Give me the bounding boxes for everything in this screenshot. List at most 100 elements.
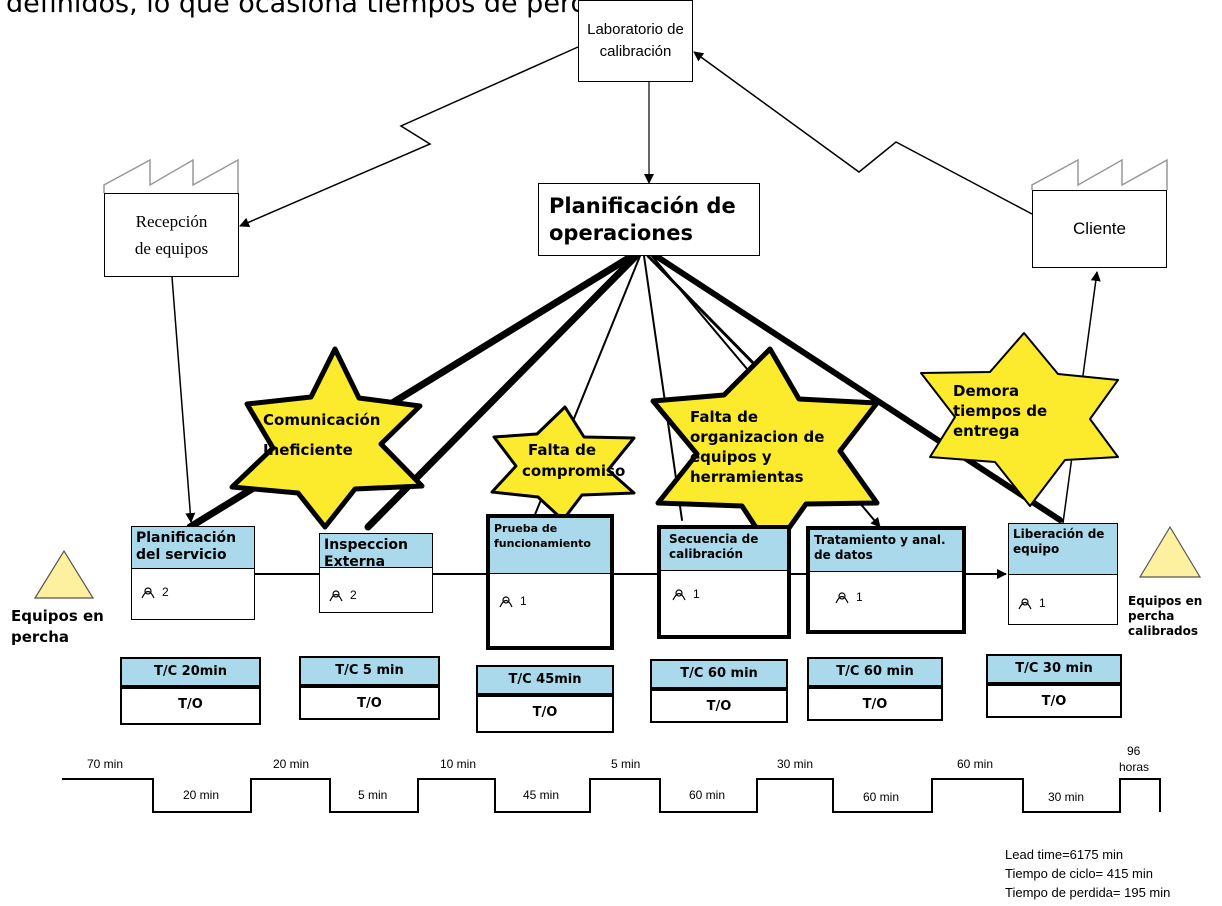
star-organizacion-line-3: equipos y bbox=[690, 448, 772, 466]
star-demora-line-1: Demora bbox=[953, 382, 1020, 400]
process-secuencia-calibracion: Secuencia de calibración 1 bbox=[657, 525, 791, 639]
star-demora bbox=[920, 332, 1119, 507]
timeline-lower-6: 30 min bbox=[1048, 790, 1085, 804]
header-text: definidos, lo que ocasiona tiempos de pé… bbox=[6, 0, 638, 19]
operator-icon bbox=[672, 589, 686, 601]
laboratorio-node: Laboratorio de calibración bbox=[578, 0, 693, 82]
operator-count: 1 bbox=[520, 594, 527, 608]
timeline-upper-2: 20 min bbox=[273, 757, 310, 771]
timeline-upper-6: 60 min bbox=[957, 757, 994, 771]
timeline-upper-1: 70 min bbox=[87, 757, 124, 771]
timeline-upper-8: horas bbox=[1119, 760, 1150, 774]
process-title: Liberación de equipo bbox=[1009, 524, 1117, 575]
change-over: T/O bbox=[706, 699, 732, 714]
summary-lost-time: Tiempo de perdida= 195 min bbox=[1005, 885, 1171, 900]
timeline-lower-1: 20 min bbox=[183, 788, 220, 802]
timeline-upper-4: 5 min bbox=[611, 757, 641, 771]
process-title: Planificación del servicio bbox=[132, 527, 254, 569]
process-prueba-funcionamiento: Prueba de funcionamiento 1 bbox=[486, 514, 614, 650]
cycle-time: T/C 60 min bbox=[652, 661, 786, 691]
inventory-right-line-3: calibrados bbox=[1128, 624, 1199, 638]
cliente-node: Cliente bbox=[1032, 190, 1167, 268]
cycle-box-1: T/C 20min T/O bbox=[120, 657, 261, 725]
operator-count: 2 bbox=[350, 588, 357, 602]
change-over: T/O bbox=[862, 697, 888, 712]
cycle-box-6: T/C 30 min T/O bbox=[986, 654, 1122, 718]
star-organizacion-line-1: Falta de bbox=[690, 408, 759, 426]
star-organizacion-line-4: herramientas bbox=[690, 468, 804, 486]
inventory-left-line-1: Equipos en bbox=[11, 607, 104, 625]
cycle-time: T/C 20min bbox=[122, 659, 259, 689]
summary-lead-time: Lead time=6175 min bbox=[1005, 847, 1124, 862]
inventory-right-label: Equipos en percha calibrados bbox=[1128, 594, 1202, 639]
process-title: Inspeccion Externa bbox=[320, 534, 432, 568]
plan-ops-label-1: Planificación de bbox=[549, 193, 736, 218]
factory-roof-cliente bbox=[1031, 158, 1168, 190]
process-planificacion-servicio: Planificación del servicio 2 bbox=[131, 526, 255, 620]
timeline-lower-3: 45 min bbox=[523, 788, 560, 802]
process-tratamiento-datos: Tratamiento y anal. de datos 1 bbox=[806, 526, 966, 634]
process-title: Secuencia de calibración bbox=[661, 529, 787, 571]
star-compromiso-text: Falta de compromiso bbox=[522, 440, 625, 482]
inventory-right-line-1: Equipos en bbox=[1128, 594, 1203, 608]
cliente-label: Cliente bbox=[1073, 219, 1126, 238]
cycle-time: T/C 45min bbox=[478, 667, 612, 697]
star-demora-line-3: entrega bbox=[953, 422, 1020, 440]
inventory-triangle-right bbox=[1138, 525, 1202, 578]
change-over: T/O bbox=[178, 697, 203, 712]
operator-icon bbox=[329, 590, 343, 602]
process-operators: 1 bbox=[1017, 596, 1046, 610]
inventory-left-line-2: percha bbox=[11, 628, 70, 646]
factory-roof-recepcion bbox=[103, 158, 239, 193]
timeline-lower-4: 60 min bbox=[689, 788, 726, 802]
process-operators: 1 bbox=[671, 587, 700, 601]
timeline-upper-5: 30 min bbox=[777, 757, 814, 771]
star-compromiso-line-1: Falta de bbox=[528, 441, 597, 459]
star-comunicacion-text: Comunicación Ineficiente bbox=[263, 410, 380, 460]
process-operators: 2 bbox=[328, 588, 357, 602]
process-operators: 2 bbox=[140, 585, 169, 599]
cycle-time: T/C 5 min bbox=[301, 658, 438, 688]
operator-icon bbox=[1018, 598, 1032, 610]
star-comunicacion-line-2: Ineficiente bbox=[263, 441, 353, 459]
summary-cycle-time: Tiempo de ciclo= 415 min bbox=[1005, 866, 1154, 881]
process-operators: 1 bbox=[498, 594, 527, 608]
laboratorio-label-2: calibración bbox=[599, 43, 672, 60]
operator-count: 1 bbox=[856, 590, 863, 604]
star-demora-text: Demora tiempos de entrega bbox=[953, 381, 1047, 441]
plan-ops-label-2: operaciones bbox=[549, 220, 693, 245]
timeline-lower-5: 60 min bbox=[863, 790, 900, 804]
cycle-box-3: T/C 45min T/O bbox=[476, 665, 614, 733]
info-flow-cliente-lab bbox=[693, 51, 1033, 215]
cycle-box-2: T/C 5 min T/O bbox=[299, 656, 440, 720]
timeline-upper-7: 96 bbox=[1127, 744, 1141, 758]
timeline-upper-3: 10 min bbox=[440, 757, 477, 771]
operator-icon bbox=[499, 596, 513, 608]
change-over: T/O bbox=[532, 705, 558, 720]
process-liberacion-equipo: Liberación de equipo 1 bbox=[1008, 523, 1118, 625]
process-operators: 1 bbox=[834, 590, 863, 604]
cycle-time: T/C 60 min bbox=[809, 659, 941, 689]
star-organizacion-text: Falta de organizacion de equipos y herra… bbox=[690, 407, 824, 487]
change-over: T/O bbox=[1041, 694, 1067, 709]
inventory-left-label: Equipos en percha bbox=[11, 606, 104, 648]
summary-block: Lead time=6175 min Tiempo de ciclo= 415 … bbox=[1005, 845, 1170, 902]
cycle-time: T/C 30 min bbox=[988, 656, 1120, 686]
star-organizacion bbox=[650, 346, 880, 555]
operator-count: 1 bbox=[693, 587, 700, 601]
star-compromiso bbox=[490, 405, 636, 522]
star-organizacion-line-2: organizacion de bbox=[690, 428, 825, 446]
star-comunicacion-line-1: Comunicación bbox=[263, 411, 381, 429]
operator-icon bbox=[835, 592, 849, 604]
process-title: Prueba de funcionamiento bbox=[490, 518, 610, 574]
info-flow-lab-recepcion bbox=[239, 46, 579, 228]
cycle-box-5: T/C 60 min T/O bbox=[807, 657, 943, 721]
change-over: T/O bbox=[357, 696, 382, 711]
timeline-lower-2: 5 min bbox=[358, 788, 388, 802]
laboratorio-label-1: Laboratorio de bbox=[587, 21, 684, 38]
star-compromiso-line-2: compromiso bbox=[522, 462, 626, 480]
cycle-box-4: T/C 60 min T/O bbox=[650, 659, 788, 723]
operator-count: 1 bbox=[1039, 596, 1046, 610]
